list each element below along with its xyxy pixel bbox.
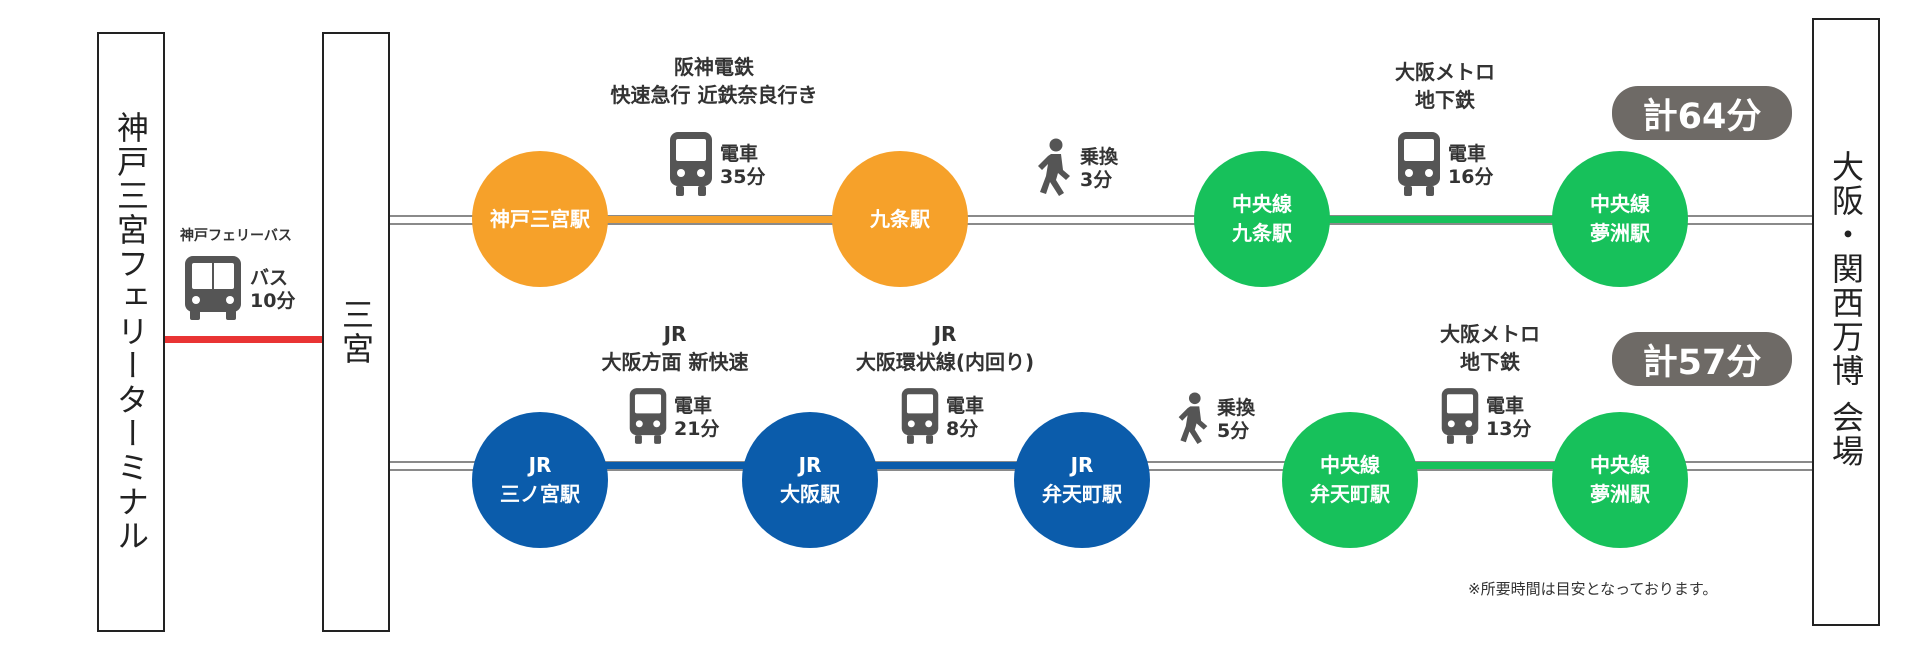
- route1-segment1-label: 阪神電鉄 快速急行 近鉄奈良行き: [610, 55, 818, 107]
- destination-box: 大阪・関西万博 会場: [1812, 18, 1880, 626]
- sannomiya-label: 三宮: [337, 298, 375, 366]
- time-disclaimer-note: ※所要時間は目安となっております。: [1468, 580, 1718, 598]
- route2-transfer: 乗換 5分: [1175, 392, 1255, 448]
- route2-transfer-mode: 乗換: [1217, 397, 1256, 420]
- route2-segment3-time: 13分: [1486, 418, 1532, 440]
- train-icon: [628, 386, 668, 450]
- route1-segment2-label: 大阪メトロ 地下鉄: [1395, 60, 1495, 112]
- route1-station-chuo-kujo: 中央線 九条駅: [1194, 151, 1330, 287]
- route1-transfer-time: 3分: [1080, 169, 1113, 191]
- route2-transfer-time: 5分: [1217, 420, 1250, 442]
- route2-segment3-mode: 電車: [1486, 395, 1525, 418]
- walking-person-icon: [1034, 138, 1074, 200]
- route2-station-jr-bentencho: JR 弁天町駅: [1014, 412, 1150, 548]
- route2-station-jr-sannomiya: JR 三ノ宮駅: [472, 412, 608, 548]
- route2-segment2-time: 8分: [946, 418, 979, 440]
- route1-hanshin-line: [536, 216, 896, 223]
- route1-transfer-mode: 乗換: [1080, 146, 1119, 169]
- route1-segment2-ride: 電車 16分: [1396, 130, 1493, 202]
- route1-segment1-ride: 電車 35分: [668, 130, 765, 202]
- bus-operator-label: 神戸フェリーバス: [180, 228, 292, 244]
- route1-station-chuo-yumeshima: 中央線 夢洲駅: [1552, 151, 1688, 287]
- route1-segment1-mode: 電車: [720, 143, 759, 166]
- route1-track: [390, 215, 1812, 225]
- sannomiya-box: 三宮: [322, 32, 390, 632]
- bus-ride-text: バス 10分: [250, 267, 295, 313]
- left-terminal-label: 神戸三宮フェリーターミナル: [112, 111, 150, 553]
- train-icon: [1396, 130, 1442, 202]
- route2-segment1-time: 21分: [674, 418, 720, 440]
- bus-ride: バス 10分: [182, 254, 295, 326]
- route1-segment1-time: 35分: [720, 166, 766, 188]
- route1-segment2-time: 16分: [1448, 166, 1494, 188]
- route2-station-chuo-yumeshima: 中央線 夢洲駅: [1552, 412, 1688, 548]
- bus-time: 10分: [250, 290, 296, 312]
- left-terminal-box: 神戸三宮フェリーターミナル: [97, 32, 165, 632]
- route1-station-kujo: 九条駅: [832, 151, 968, 287]
- train-icon: [1440, 386, 1480, 450]
- route2-station-jr-osaka: JR 大阪駅: [742, 412, 878, 548]
- bus-mode: バス: [250, 267, 289, 290]
- route2-metro-line: [1352, 462, 1614, 469]
- route2-segment1-ride: 電車 21分: [628, 386, 719, 450]
- train-icon: [668, 130, 714, 202]
- route2-total-badge: 計57分: [1612, 332, 1792, 386]
- route2-segment3-ride: 電車 13分: [1440, 386, 1531, 450]
- route1-transfer: 乗換 3分: [1034, 138, 1118, 200]
- route2-segment2-mode: 電車: [946, 395, 985, 418]
- route2-segment3-label: 大阪メトロ 地下鉄: [1440, 322, 1540, 374]
- train-icon: [900, 386, 940, 450]
- destination-label: 大阪・関西万博 会場: [1827, 150, 1865, 469]
- bus-line: [165, 336, 322, 343]
- route2-segment1-label: JR 大阪方面 新快速: [601, 322, 749, 374]
- walking-person-icon: [1175, 392, 1211, 448]
- route2-segment2-ride: 電車 8分: [900, 386, 984, 450]
- route1-segment2-mode: 電車: [1448, 143, 1487, 166]
- route1-total-badge: 計64分: [1612, 86, 1792, 140]
- bus-icon: [182, 254, 244, 326]
- route2-station-chuo-bentencho: 中央線 弁天町駅: [1282, 412, 1418, 548]
- route1-metro-line: [1262, 216, 1614, 223]
- route2-segment1-mode: 電車: [674, 395, 713, 418]
- route1-station-kobe-sannomiya: 神戸三宮駅: [472, 151, 608, 287]
- route2-segment2-label: JR 大阪環状線(内回り): [855, 322, 1035, 374]
